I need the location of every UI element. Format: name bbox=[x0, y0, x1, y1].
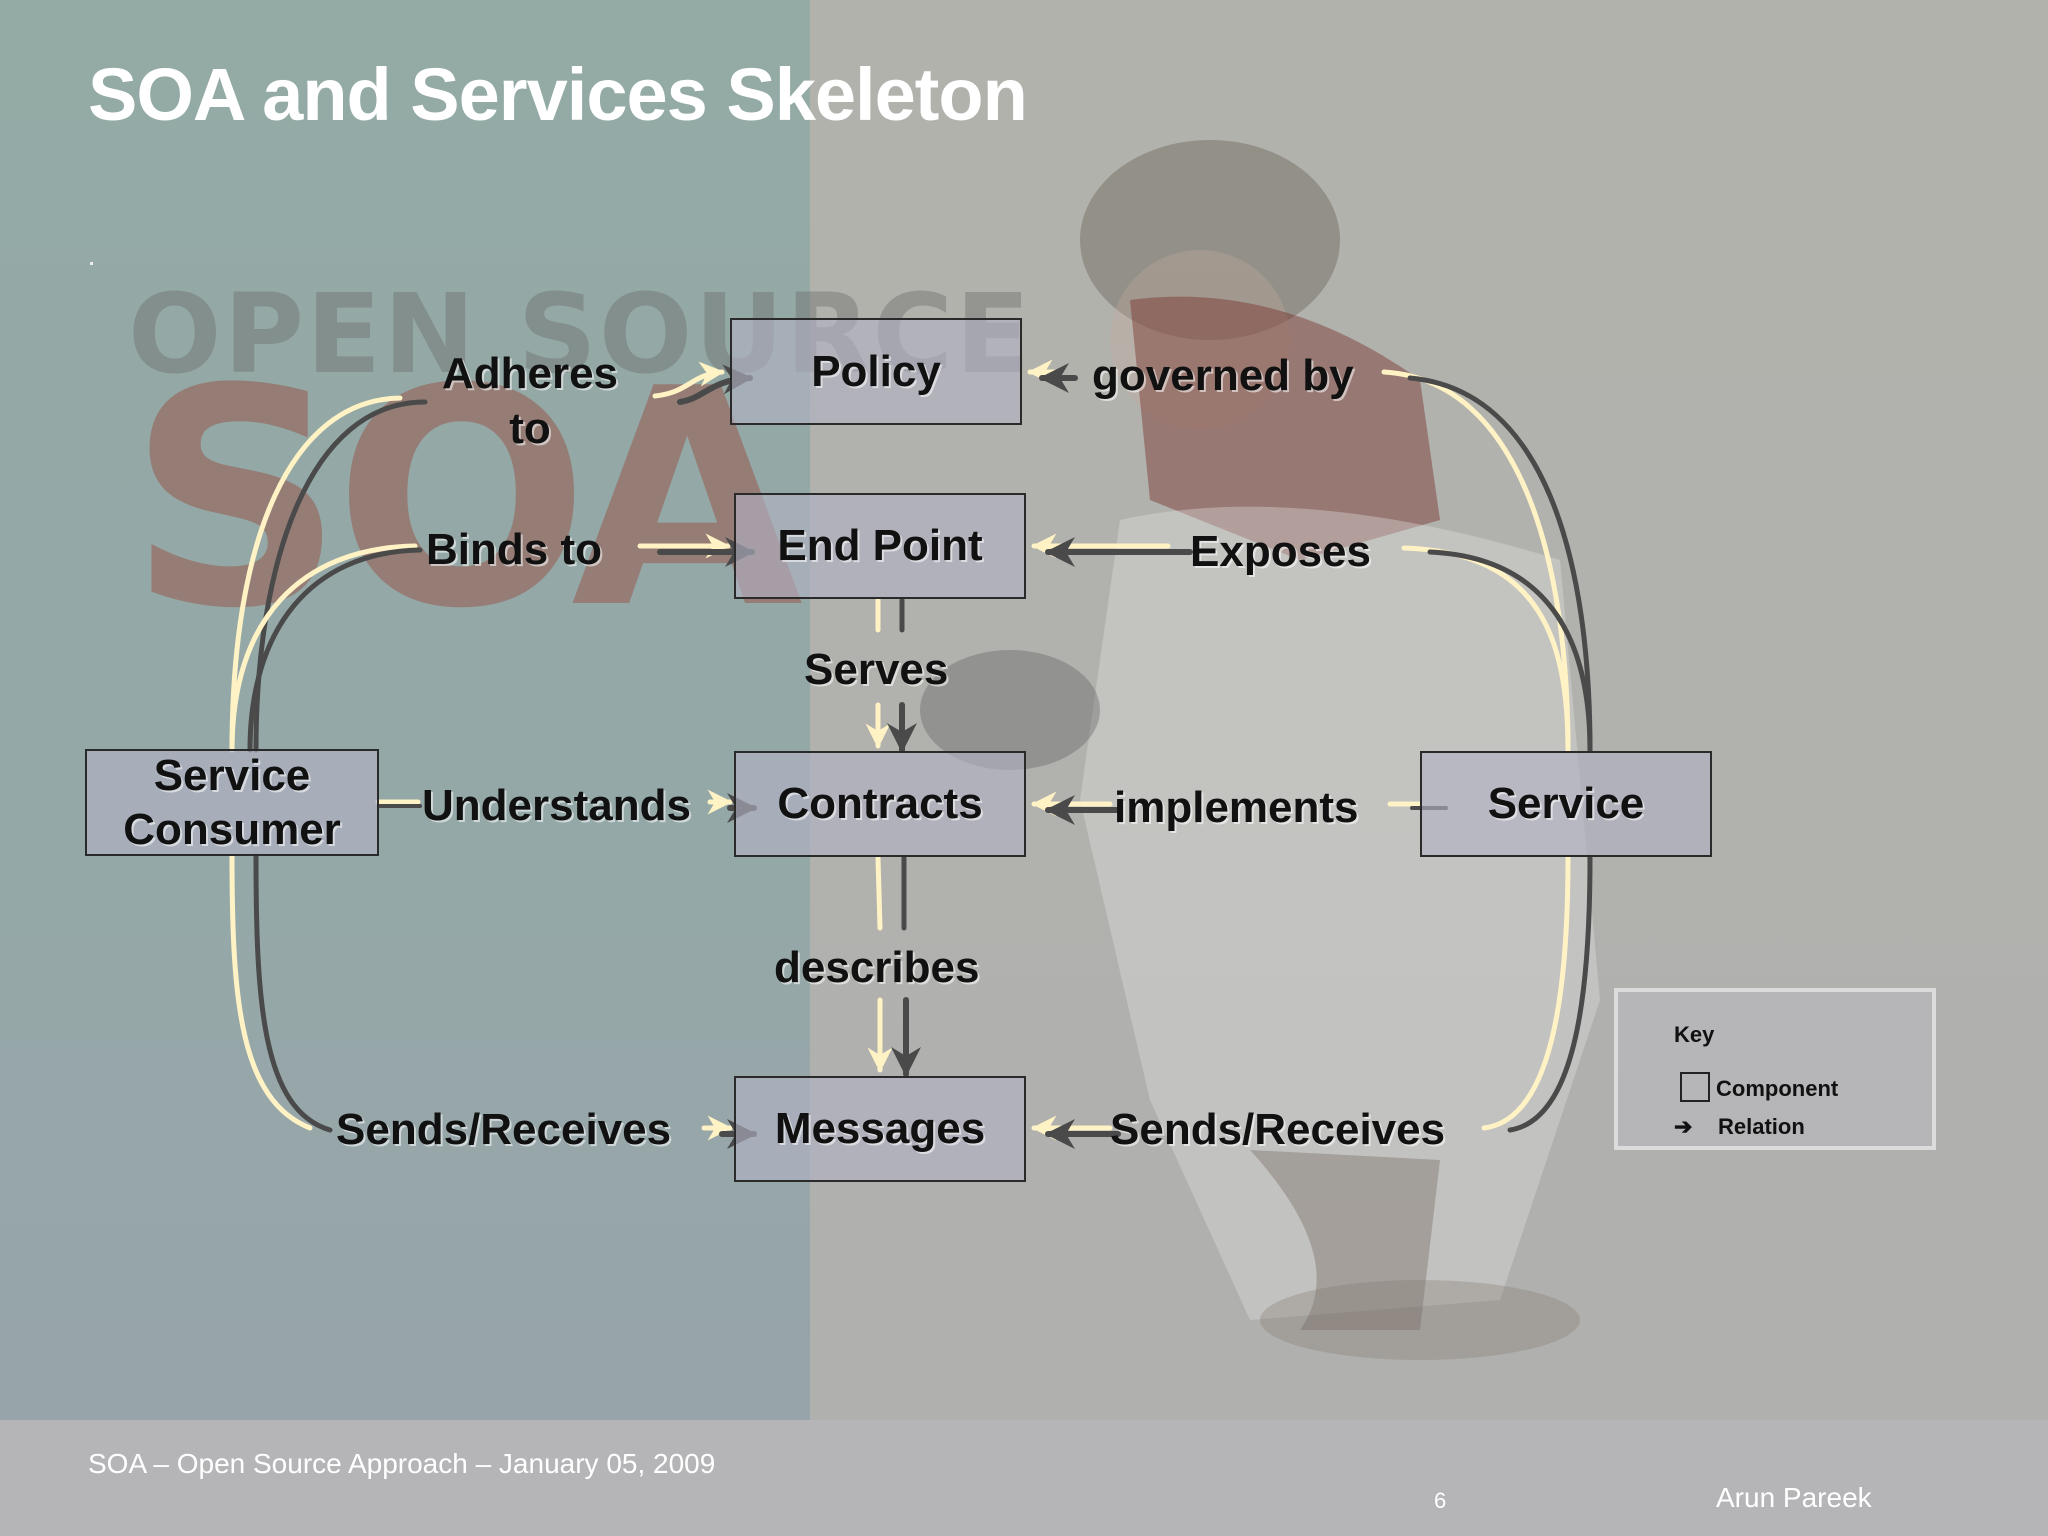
relation-serves: Serves bbox=[804, 645, 949, 694]
curve-consumer-binds-dark bbox=[247, 547, 423, 753]
curve-consumer-adheres-light bbox=[229, 395, 403, 753]
background-right-panel bbox=[810, 0, 2048, 1420]
relation-understands: Understands bbox=[422, 781, 691, 830]
relation-sends-receives-right: Sends/Receives bbox=[1110, 1105, 1446, 1154]
relation-exposes: Exposes bbox=[1190, 527, 1371, 576]
legend-relation-label: Relation bbox=[1718, 1114, 1805, 1139]
bullet-dot bbox=[90, 262, 93, 265]
slide-title: SOA and Services Skeleton bbox=[88, 53, 1028, 136]
curve-service-sends-light bbox=[1481, 855, 1571, 1131]
component-service: Service bbox=[1420, 751, 1712, 857]
component-policy: Policy bbox=[730, 318, 1022, 425]
legend-component-swatch bbox=[1680, 1072, 1710, 1102]
curve-consumer-binds-light bbox=[229, 543, 418, 753]
background-left-panel bbox=[0, 0, 810, 1420]
component-contracts: Contracts bbox=[734, 751, 1026, 857]
legend-component-label: Component bbox=[1716, 1076, 1839, 1101]
footer-band bbox=[0, 1420, 2048, 1536]
component-end-point: End Point bbox=[734, 493, 1026, 599]
legend-title: Key bbox=[1674, 1022, 1715, 1047]
relation-describes: describes bbox=[774, 943, 980, 992]
curve-service-governed-dark bbox=[1407, 375, 1593, 753]
relation-implements: implements bbox=[1114, 783, 1359, 832]
curve-service-sends-dark bbox=[1507, 855, 1593, 1133]
arrow-right-icon: ➔ bbox=[1674, 1114, 1693, 1139]
curve-service-exposes-light bbox=[1401, 545, 1571, 753]
component-service-consumer: Service Consumer bbox=[85, 749, 379, 856]
legend-key: Key Component ➔ Relation bbox=[1614, 988, 1936, 1150]
page-number: 6 bbox=[1434, 1488, 1447, 1513]
curve-consumer-sends-dark bbox=[253, 853, 333, 1133]
footer-author: Arun Pareek bbox=[1716, 1482, 1872, 1513]
curve-consumer-sends-light bbox=[229, 853, 313, 1131]
relation-sends-receives-left: Sends/Receives bbox=[336, 1105, 672, 1154]
relation-binds-to: Binds to bbox=[426, 525, 602, 574]
footer-presentation-info: SOA – Open Source Approach – January 05,… bbox=[88, 1448, 716, 1479]
curve-service-exposes-dark bbox=[1427, 549, 1593, 753]
relation-governed-by: governed by bbox=[1092, 351, 1354, 400]
component-messages: Messages bbox=[734, 1076, 1026, 1182]
curve-consumer-adheres-dark bbox=[253, 399, 428, 753]
relation-adheres-to: Adheres to bbox=[441, 349, 619, 453]
